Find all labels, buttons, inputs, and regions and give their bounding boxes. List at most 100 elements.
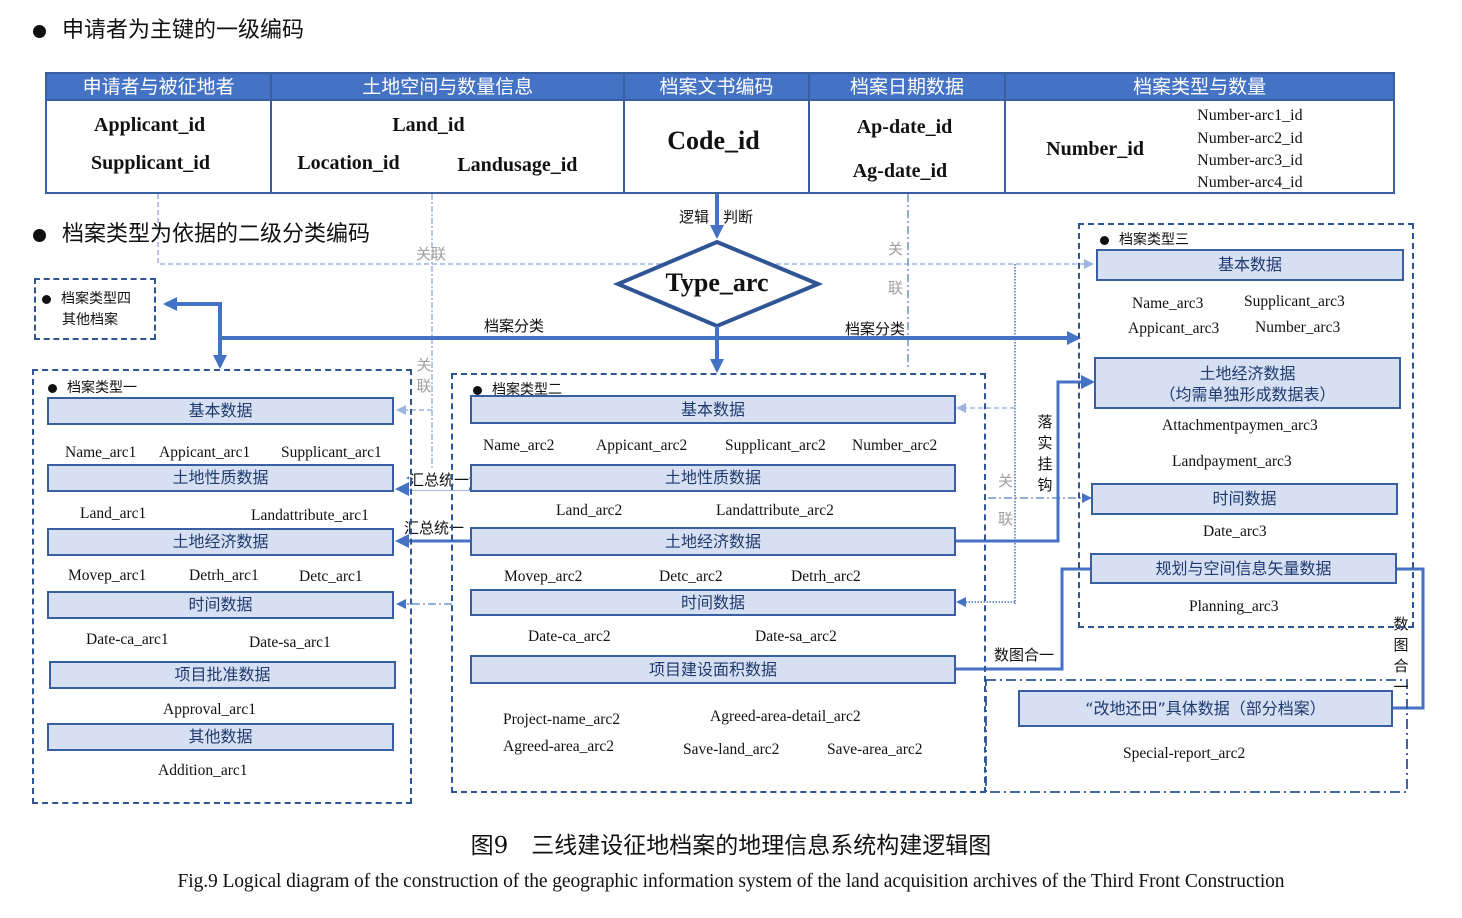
type1-land-economic-data: 土地经济数据: [47, 528, 394, 556]
archive-type2-title: 档案类型二: [473, 379, 562, 399]
relate-label: 关联: [416, 245, 447, 263]
relate-label: 联: [998, 510, 1014, 528]
field: Save-land_arc2: [683, 741, 780, 758]
table-col-land: 土地空间与数量信息 Land_id Location_id Landusage_…: [272, 74, 626, 192]
map-merge-right: [1393, 567, 1425, 710]
bullet-icon: [48, 383, 57, 393]
field: Appicant_arc3: [1128, 320, 1220, 337]
field: Agreed-area_arc2: [503, 738, 614, 755]
type3-time-data: 时间数据: [1091, 483, 1398, 515]
table-field: Applicant_id: [94, 114, 206, 136]
field: Save-area_arc2: [827, 741, 923, 758]
table-field: Ag-date_id: [852, 160, 948, 182]
field: Landattribute_arc2: [716, 502, 834, 519]
table-subfield: Number-arc1_id: [1197, 107, 1303, 124]
field: Name_arc3: [1132, 295, 1204, 312]
field: Movep_arc1: [68, 567, 147, 584]
field: Project-name_arc2: [503, 711, 621, 728]
archive-type4-title: 档案类型四: [42, 288, 131, 308]
field: Agreed-area-detail_arc2: [710, 708, 861, 725]
summary-label: 汇总统一: [409, 469, 470, 490]
archive-type4-group: 档案类型四 其他档案: [34, 278, 156, 340]
judge-label: 判断: [723, 208, 754, 226]
field: Supplicant_arc2: [725, 437, 826, 454]
field: Number_arc2: [852, 437, 938, 454]
special-group-border: [985, 679, 1408, 793]
type1-land-property-data: 土地性质数据: [47, 464, 394, 492]
field: Date-sa_arc2: [755, 628, 837, 645]
map-merge-label: 数图合一: [994, 646, 1055, 664]
field: Detc_arc1: [299, 568, 363, 585]
field: Land_arc2: [556, 502, 623, 519]
relate-label: 关: [888, 240, 904, 258]
relate-label-vertical: 关联: [416, 356, 432, 395]
type1-other-data: 其他数据: [47, 723, 394, 751]
bullet-icon: [33, 24, 46, 38]
field: Number_arc3: [1255, 319, 1341, 336]
type1-basic-data: 基本数据: [47, 397, 394, 425]
field: Attachmentpaymen_arc3: [1162, 417, 1318, 434]
classify-to-type4: [163, 297, 222, 338]
table-field: Land_id: [392, 114, 465, 136]
figure-caption-en: Fig.9 Logical diagram of the constructio…: [177, 871, 1285, 892]
type2-land-property-data: 土地性质数据: [470, 464, 956, 492]
archive-type1-group: 档案类型一: [32, 369, 412, 804]
table-subfield: Number-arc3_id: [1197, 152, 1303, 169]
table-field: Landusage_id: [457, 154, 578, 176]
relate-line-applicant: [157, 194, 1094, 269]
field: Detrh_arc2: [791, 568, 861, 585]
field: Date-ca_arc2: [528, 628, 611, 645]
bullet-icon: [473, 385, 482, 395]
archive-type2-group: 档案类型二: [451, 373, 986, 793]
field: Date-sa_arc1: [249, 634, 331, 651]
summary-label: 汇总统一: [404, 519, 465, 537]
relate-label: 关: [998, 472, 1014, 490]
type3-planning-vector-data: 规划与空间信息矢量数据: [1090, 553, 1397, 584]
type3-land-economic-data: 土地经济数据（均需单独形成数据表）: [1094, 357, 1401, 409]
main-flow: [163, 194, 1425, 710]
field: Detrh_arc1: [189, 567, 259, 584]
table-header: 档案日期数据: [809, 74, 1005, 101]
table-header: 档案类型与数量: [1006, 74, 1393, 101]
type2-time-data: 时间数据: [470, 589, 956, 616]
logic-label: 逻辑: [679, 208, 710, 226]
special-data-box: “改地还田”具体数据（部分档案）: [1018, 690, 1393, 727]
field: Approval_arc1: [163, 701, 256, 718]
primary-code-table: 申请者与被征地者 Applicant_id Supplicant_id 土地空间…: [45, 72, 1395, 194]
archive-type1-title: 档案类型一: [48, 377, 137, 397]
type1-time-data: 时间数据: [47, 591, 394, 619]
field: Land_arc1: [80, 505, 147, 522]
table-header: 档案文书编码: [625, 74, 808, 101]
table-subfield: Number-arc2_id: [1197, 130, 1303, 147]
relate-label: 联: [888, 279, 904, 297]
bullet-icon: [33, 228, 46, 242]
archive-type3-title: 档案类型三: [1100, 229, 1189, 249]
table-field: Supplicant_id: [91, 152, 210, 174]
classify-label: 档案分类: [845, 320, 906, 338]
table-col-date: 档案日期数据 Ap-date_id Ag-date_id: [809, 74, 1007, 192]
figure-caption-cn: 图9 三线建设征地档案的地理信息系统构建逻辑图: [470, 833, 992, 859]
type2-land-economic-data: 土地经济数据: [470, 527, 956, 556]
table-field: Number_id: [1046, 138, 1144, 160]
heading-primary: 申请者为主键的一级编码: [33, 12, 304, 44]
type1-project-approval-data: 项目批准数据: [49, 661, 396, 689]
bullet-icon: [1100, 235, 1109, 245]
field: Special-report_arc2: [1123, 745, 1246, 762]
bullet-icon: [42, 294, 51, 304]
heading-secondary: 档案类型为依据的二级分类编码: [33, 216, 370, 248]
field: Detc_arc2: [659, 568, 723, 585]
field: Appicant_arc1: [159, 444, 251, 461]
type2-project-area-data: 项目建设面积数据: [470, 655, 956, 684]
field: Landattribute_arc1: [251, 507, 369, 524]
field: Movep_arc2: [504, 568, 583, 585]
type3-basic-data: 基本数据: [1096, 249, 1404, 281]
table-field: Location_id: [297, 152, 400, 174]
hook-arrow: [955, 375, 1095, 543]
field: Name_arc1: [65, 444, 137, 461]
archive-type4-subtitle: 其他档案: [62, 312, 118, 328]
archive-type3-group: 档案类型三: [1078, 223, 1414, 628]
table-header: 土地空间与数量信息: [272, 74, 624, 101]
map-merge-left: [955, 567, 1090, 671]
table-subfield: Number-arc4_id: [1197, 174, 1303, 191]
